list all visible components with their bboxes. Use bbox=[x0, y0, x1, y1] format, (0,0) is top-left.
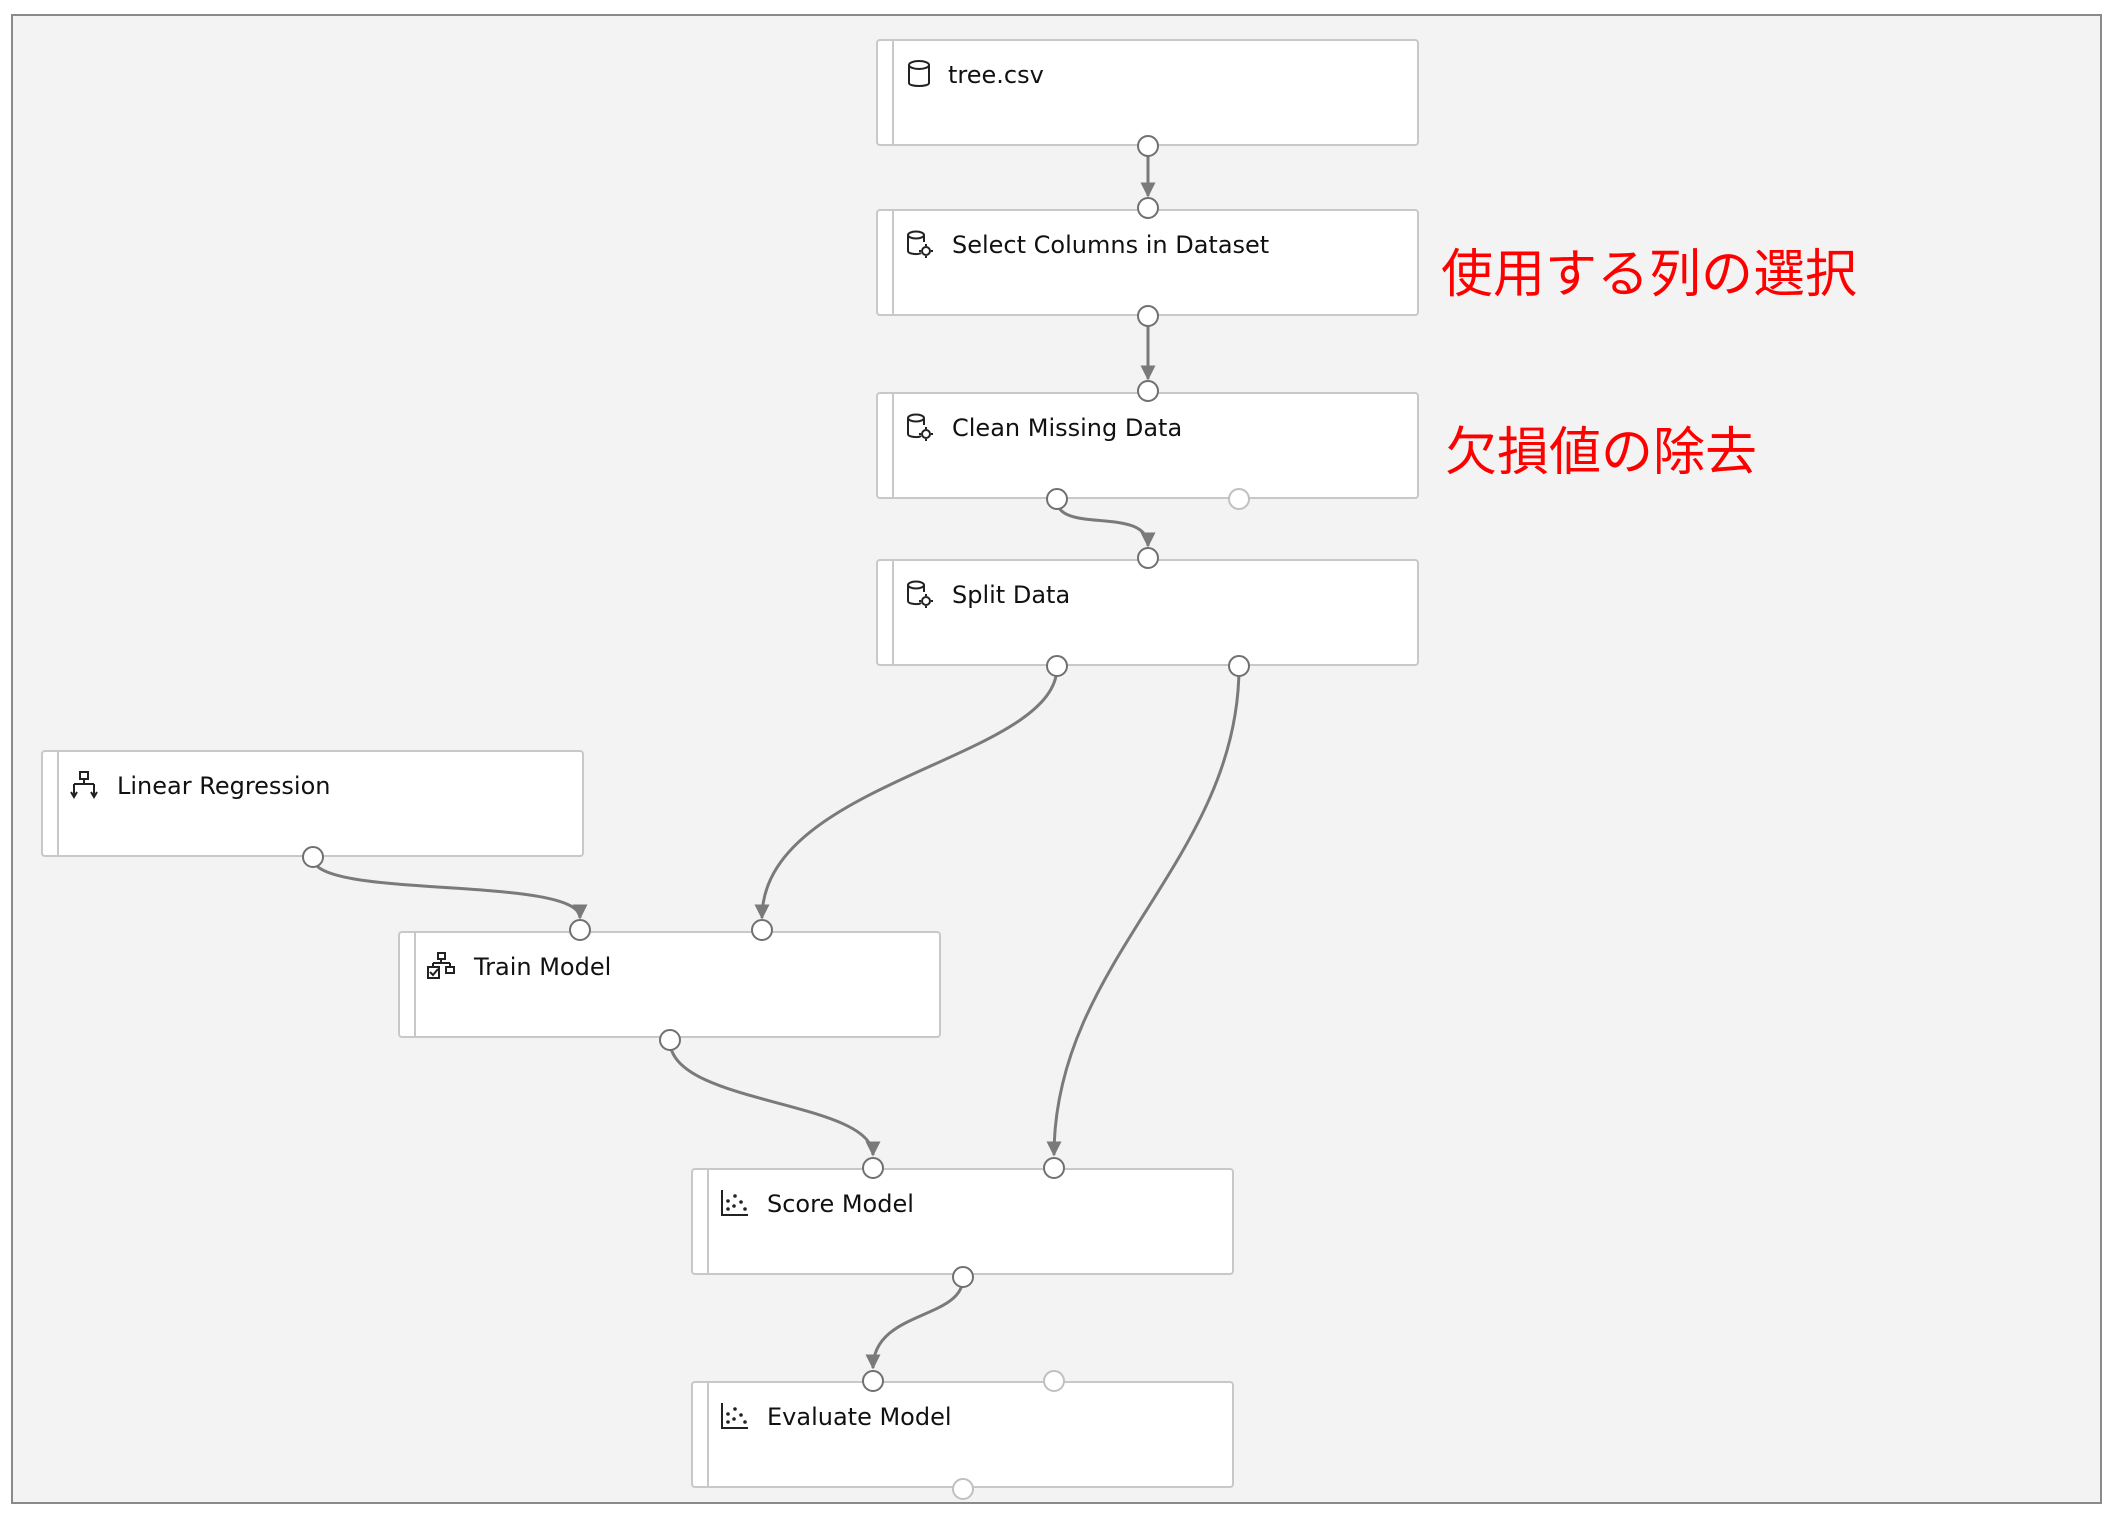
module-evaluate-model[interactable]: Evaluate Model bbox=[691, 1381, 1234, 1488]
module-title: Train Model bbox=[474, 953, 612, 981]
input-port-select-columns[interactable] bbox=[1137, 197, 1159, 219]
input-port-evaluate-model-1[interactable] bbox=[862, 1370, 884, 1392]
module-left-bar bbox=[707, 1170, 709, 1273]
output-port-tree-csv[interactable] bbox=[1137, 135, 1159, 157]
module-title: tree.csv bbox=[948, 61, 1044, 89]
data-transform-icon bbox=[907, 230, 933, 258]
module-left-bar bbox=[892, 41, 894, 144]
output-port-select-columns[interactable] bbox=[1137, 305, 1159, 327]
input-port-split-data[interactable] bbox=[1137, 547, 1159, 569]
module-title: Split Data bbox=[952, 581, 1071, 609]
output-port-clean-missing-2[interactable] bbox=[1228, 488, 1250, 510]
module-title: Evaluate Model bbox=[767, 1403, 952, 1431]
module-tree-csv[interactable]: tree.csv bbox=[876, 39, 1419, 146]
output-port-split-data-1[interactable] bbox=[1046, 655, 1068, 677]
data-transform-icon bbox=[907, 580, 933, 608]
module-left-bar bbox=[57, 752, 59, 855]
output-port-train-model[interactable] bbox=[659, 1029, 681, 1051]
module-title: Linear Regression bbox=[117, 772, 331, 800]
module-linear-regression[interactable]: Linear Regression bbox=[41, 750, 584, 857]
module-select-columns[interactable]: Select Columns in Dataset bbox=[876, 209, 1419, 316]
regression-algorithm-icon bbox=[70, 771, 98, 799]
module-title: Select Columns in Dataset bbox=[952, 231, 1270, 259]
module-left-bar bbox=[892, 394, 894, 497]
input-port-clean-missing[interactable] bbox=[1137, 380, 1159, 402]
data-transform-icon bbox=[907, 413, 933, 441]
module-left-bar bbox=[414, 933, 416, 1036]
module-left-bar bbox=[892, 561, 894, 664]
annotation-clean-missing: 欠損値の除去 bbox=[1445, 423, 1758, 483]
module-title: Score Model bbox=[767, 1190, 914, 1218]
module-score-model[interactable]: Score Model bbox=[691, 1168, 1234, 1275]
module-left-bar bbox=[892, 211, 894, 314]
output-port-linear-regression[interactable] bbox=[302, 846, 324, 868]
output-port-evaluate-model[interactable] bbox=[952, 1478, 974, 1500]
input-port-score-model-2[interactable] bbox=[1043, 1157, 1065, 1179]
input-port-train-model-2[interactable] bbox=[751, 919, 773, 941]
dataset-icon bbox=[908, 60, 930, 87]
annotation-select-columns: 使用する列の選択 bbox=[1441, 245, 1858, 305]
scatter-plot-icon bbox=[721, 1403, 748, 1429]
input-port-score-model-1[interactable] bbox=[862, 1157, 884, 1179]
module-train-model[interactable]: Train Model bbox=[398, 931, 941, 1038]
output-port-split-data-2[interactable] bbox=[1228, 655, 1250, 677]
input-port-evaluate-model-2[interactable] bbox=[1043, 1370, 1065, 1392]
input-port-train-model-1[interactable] bbox=[569, 919, 591, 941]
output-port-clean-missing-1[interactable] bbox=[1046, 488, 1068, 510]
module-title: Clean Missing Data bbox=[952, 414, 1183, 442]
module-split-data[interactable]: Split Data bbox=[876, 559, 1419, 666]
module-left-bar bbox=[707, 1383, 709, 1486]
scatter-plot-icon bbox=[721, 1190, 748, 1216]
output-port-score-model[interactable] bbox=[952, 1266, 974, 1288]
train-model-icon bbox=[427, 952, 455, 979]
module-clean-missing-data[interactable]: Clean Missing Data bbox=[876, 392, 1419, 499]
